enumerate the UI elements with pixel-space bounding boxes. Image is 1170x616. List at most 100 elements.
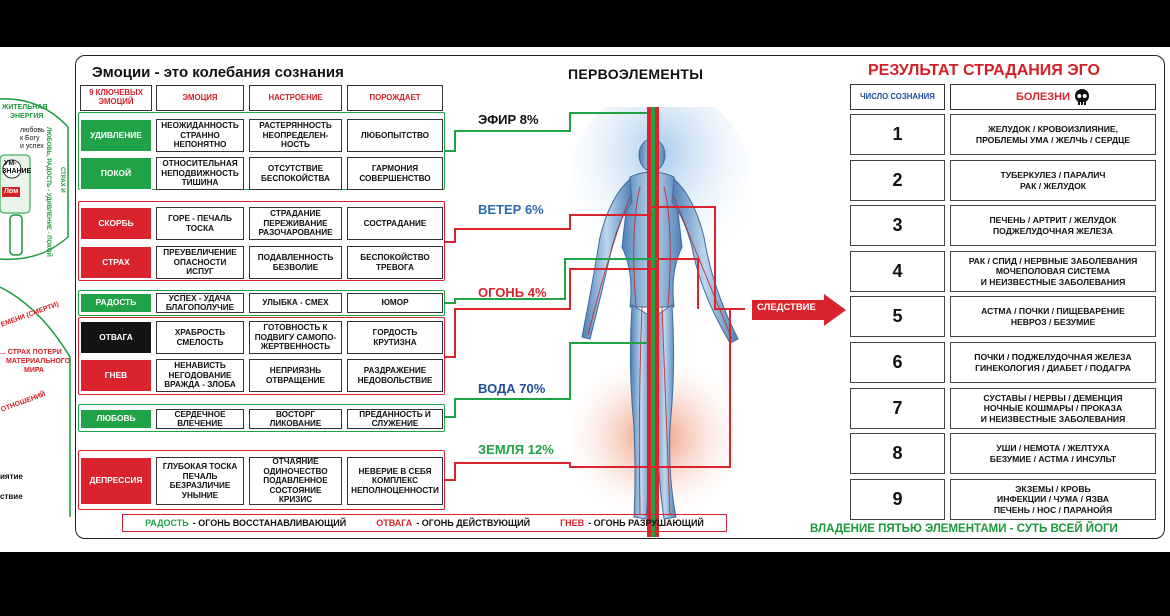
skull-icon [1075,88,1089,105]
consciousness-number-cell: 8 [850,433,945,474]
header-mood: НАСТРОЕНИЕ [249,85,342,111]
fragment-text: ствие [0,492,23,501]
key-emotion-cell: РАДОСТЬ [80,293,152,313]
emotion-emotion-cell: ХРАБРОСТЬ СМЕЛОСТЬ [156,321,244,354]
result-title: РЕЗУЛЬТАТ СТРАДАНИЯ ЭГО [868,62,1100,79]
key-emotion-cell: ГНЕВ [80,359,152,392]
element-ether: ЭФИР 8% [478,112,539,127]
fragment-text: ЭНЕРГИЯ [10,113,44,120]
legend-joy-text: - ОГОНЬ ВОССТАНАВЛИВАЮЩИЙ [192,518,347,528]
disease-cell: РАК / СПИД / НЕРВНЫЕ ЗАБОЛЕВАНИЯ МОЧЕПОЛ… [950,251,1156,292]
emotion-produces-cell: ГАРМОНИЯ СОВЕРШЕНСТВО [347,157,443,190]
fragment-text: МИРА [24,367,44,374]
header-key-emotions: 9 КЛЮЧЕВЫХ ЭМОЦИЙ [80,85,152,111]
poster: ЖИТЕЛЬНАЯ ЭНЕРГИЯ любовь к Богу и успех … [0,47,1170,552]
fragment-text: к Богу [20,135,40,142]
key-emotion-cell: ОТВАГА [80,321,152,354]
emotion-emotion-cell: ГЛУБОКАЯ ТОСКА ПЕЧАЛЬ БЕЗРАЗЛИЧИЕ УНЫНИЕ [156,457,244,505]
elements-title: ПЕРВОЭЛЕМЕНТЫ [568,66,704,82]
emotion-produces-cell: БЕСПОКОЙСТВО ТРЕВОГА [347,246,443,279]
left-fragment: ЖИТЕЛЬНАЯ ЭНЕРГИЯ любовь к Богу и успех … [0,47,72,552]
disease-cell: ЖЕЛУДОК / КРОВОИЗЛИЯНИЕ, ПРОБЛЕМЫ УМА / … [950,114,1156,155]
emotion-produces-cell: ПРЕДАННОСТЬ И СЛУЖЕНИЕ [347,409,443,429]
emotion-produces-cell: НЕВЕРИЕ В СЕБЯ КОМПЛЕКС НЕПОЛНОЦЕННОСТИ [347,457,443,505]
emotion-mood-cell: УЛЫБКА - СМЕХ [249,293,342,313]
key-emotion-cell: ЛЮБОВЬ [80,409,152,429]
legend-anger-label: ГНЕВ [560,518,585,528]
emotion-emotion-cell: НЕОЖИДАННОСТЬ СТРАННО НЕПОНЯТНО [156,119,244,152]
fire-legend-bar: РАДОСТЬ - ОГОНЬ ВОССТАНАВЛИВАЮЩИЙ ОТВАГА… [122,514,727,532]
emotions-title: Эмоции - это колебания сознания [92,64,344,81]
emotion-mood-cell: ВОСТОРГ ЛИКОВАНИЕ [249,409,342,429]
header-diseases-label: БОЛЕЗНИ [1016,90,1070,103]
fragment-text: МАТЕРИАЛЬНОГО [6,358,71,365]
legend-courage-label: ОТВАГА [376,518,413,528]
fragment-text: ... СТРАХ ПОТЕРИ [0,349,62,356]
group-earth [78,450,445,510]
disease-cell: ПЕЧЕНЬ / АРТРИТ / ЖЕЛУДОК ПОДЖЕЛУДОЧНАЯ … [950,205,1156,246]
disease-cell: АСТМА / ПОЧКИ / ПИЩЕВАРЕНИЕ НЕВРОЗ / БЕЗ… [950,296,1156,337]
header-produces: ПОРОЖДАЕТ [347,85,443,111]
main-panel [75,55,1165,539]
consequence-label: СЛЕДСТВИЕ [757,302,816,313]
header-emotion: ЭМОЦИЯ [156,85,244,111]
fragment-text: ЖИТЕЛЬНАЯ [2,104,48,111]
consciousness-number-cell: 2 [850,160,945,201]
emotion-produces-cell: СОСТРАДАНИЕ [347,207,443,240]
consciousness-number-cell: 6 [850,342,945,383]
consciousness-number-cell: 4 [850,251,945,292]
emotion-mood-cell: ОТСУТСТВИЕ БЕСПОКОЙСТВА [249,157,342,190]
key-emotion-cell: СКОРБЬ [80,207,152,240]
human-body-figure [570,107,750,537]
consequence-arrow [752,294,846,326]
emotion-emotion-cell: УСПЕХ - УДАЧА БЛАГОПОЛУЧИЕ [156,293,244,313]
emotion-mood-cell: ОТЧАЯНИЕ ОДИНОЧЕСТВО ПОДАВЛЕННОЕ СОСТОЯН… [249,457,342,505]
fragment-text: СТРАХ И [59,167,65,193]
emotion-emotion-cell: НЕНАВИСТЬ НЕГОДОВАНИЕ ВРАЖДА - ЗЛОБА [156,359,244,392]
consciousness-number-cell: 3 [850,205,945,246]
emotion-mood-cell: РАСТЕРЯННОСТЬ НЕОПРЕДЕЛЕН-НОСТЬ [249,119,342,152]
legend-anger-text: - ОГОНЬ РАЗРУШАЮЩИЙ [588,518,704,528]
emotion-emotion-cell: ОТНОСИТЕЛЬНАЯ НЕПОДВИЖНОСТЬ ТИШИНА [156,157,244,190]
consciousness-number-cell: 7 [850,388,945,429]
header-diseases: БОЛЕЗНИ [950,84,1156,110]
emotion-emotion-cell: ГОРЕ - ПЕЧАЛЬ ТОСКА [156,207,244,240]
disease-cell: СУСТАВЫ / НЕРВЫ / ДЕМЕНЦИЯ НОЧНЫЕ КОШМАР… [950,388,1156,429]
fragment-text: УМ- [4,160,17,167]
left-fragment-art [0,98,71,517]
legend-joy-label: РАДОСТЬ [145,518,189,528]
key-emotion-cell: СТРАХ [80,246,152,279]
disease-cell: ПОЧКИ / ПОДЖЕЛУДОЧНАЯ ЖЕЛЕЗА ГИНЕКОЛОГИЯ… [950,342,1156,383]
emotion-mood-cell: НЕПРИЯЗНЬ ОТВРАЩЕНИЕ [249,359,342,392]
consciousness-number-cell: 1 [850,114,945,155]
fragment-text: любовь [20,127,45,134]
disease-cell: ТУБЕРКУЛЕЗ / ПАРАЛИЧ РАК / ЖЕЛУДОК [950,160,1156,201]
element-fire: ОГОНЬ 4% [478,285,547,300]
element-wind: ВЕТЕР 6% [478,202,544,217]
emotion-produces-cell: ГОРДОСТЬ КРУТИЗНА [347,321,443,354]
consciousness-number-cell: 5 [850,296,945,337]
consciousness-number-cell: 9 [850,479,945,520]
key-emotion-cell: УДИВЛЕНИЕ [80,119,152,152]
fragment-text: Лом [4,188,19,195]
key-emotion-cell: ДЕПРЕССИЯ [80,457,152,505]
emotion-produces-cell: ЛЮБОПЫТСТВО [347,119,443,152]
emotion-mood-cell: ГОТОВНОСТЬ К ПОДВИГУ САМОПО-ЖЕРТВЕННОСТЬ [249,321,342,354]
emotion-mood-cell: СТРАДАНИЕ ПЕРЕЖИВАНИЕ РАЗОЧАРОВАНИЕ [249,207,342,240]
emotion-produces-cell: ЮМОР [347,293,443,313]
header-consciousness-number: ЧИСЛО СОЗНАНИЯ [850,84,945,110]
key-emotion-cell: ПОКОЙ [80,157,152,190]
fragment-text: ЛЮБОВЬ, РАДОСТЬ - УДИВЛЕНИЕ - ПОКОЙ [45,127,51,257]
element-water: ВОДА 70% [478,381,546,396]
emotion-emotion-cell: ПРЕУВЕЛИЧЕНИЕ ОПАСНОСТИ ИСПУГ [156,246,244,279]
disease-cell: УШИ / НЕМОТА / ЖЕЛТУХА БЕЗУМИЕ / АСТМА /… [950,433,1156,474]
emotion-mood-cell: ПОДАВЛЕННОСТЬ БЕЗВОЛИЕ [249,246,342,279]
emotion-emotion-cell: СЕРДЕЧНОЕ ВЛЕЧЕНИЕ [156,409,244,429]
fragment-text: и успех [20,143,44,150]
fragment-text: иятие [0,472,23,481]
disease-cell: ЭКЗЕМЫ / КРОВЬ ИНФЕКЦИИ / ЧУМА / ЯЗВА ПЕ… [950,479,1156,520]
legend-courage-text: - ОГОНЬ ДЕЙСТВУЮЩИЙ [416,518,531,528]
group-fire [78,317,445,395]
group-water [78,404,445,432]
yoga-caption: ВЛАДЕНИЕ ПЯТЬЮ ЭЛЕМЕНТАМИ - СУТЬ ВСЕЙ ЙО… [810,523,1118,535]
